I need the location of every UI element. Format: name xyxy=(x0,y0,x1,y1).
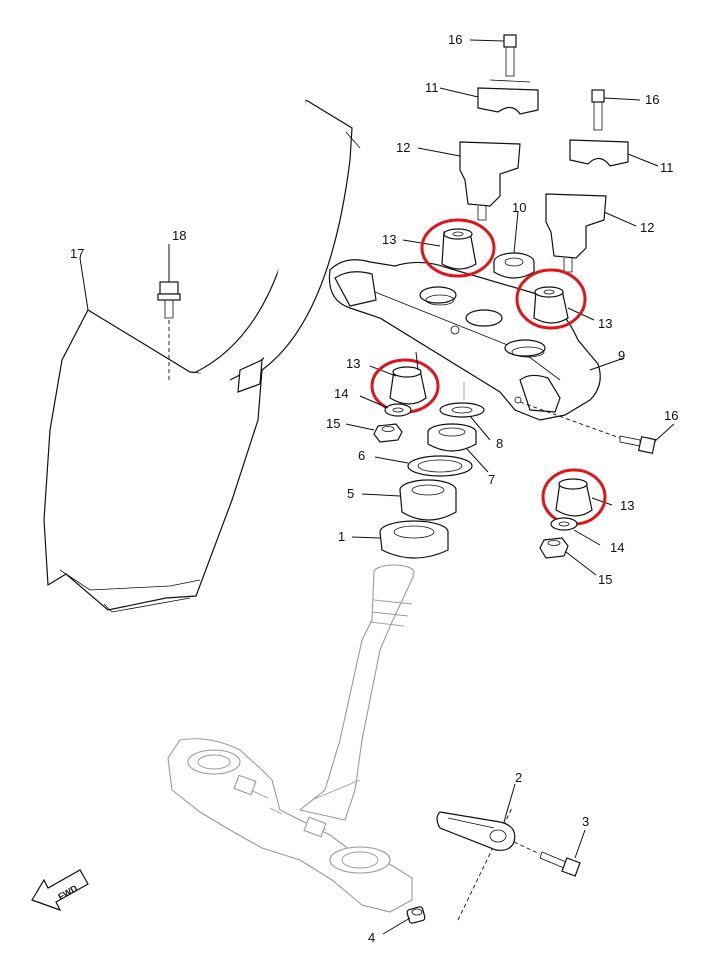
highlight-circle xyxy=(420,218,496,278)
callout-11: 11 xyxy=(660,160,674,175)
callout-14: 14 xyxy=(334,386,348,401)
washer-14-right xyxy=(550,517,601,546)
bolt-16-top-left xyxy=(469,34,517,77)
callout-16: 16 xyxy=(448,32,462,47)
upper-bracket-part xyxy=(328,259,601,421)
washer-10 xyxy=(493,211,535,279)
nut-15-left xyxy=(345,423,403,443)
damper-13-a xyxy=(402,218,496,278)
number-plate-part xyxy=(43,99,361,613)
callout-labels: 16 11 16 12 11 10 12 18 13 17 13 9 13 14… xyxy=(70,32,678,945)
bolt-16-top-right xyxy=(591,89,641,131)
bearing-5 xyxy=(361,479,457,521)
washer-8 xyxy=(439,382,491,441)
holder-12-right xyxy=(545,193,637,273)
callout-13: 13 xyxy=(598,316,612,331)
callout-14: 14 xyxy=(610,540,624,555)
callout-7: 7 xyxy=(488,472,495,487)
callout-1: 1 xyxy=(338,529,345,544)
nut-15-right xyxy=(539,537,597,576)
callout-3: 3 xyxy=(582,814,589,829)
callout-6: 6 xyxy=(358,448,365,463)
callout-12: 12 xyxy=(396,140,410,155)
bolt-16-side xyxy=(519,401,675,455)
callout-17: 17 xyxy=(70,246,84,261)
callout-5: 5 xyxy=(347,486,354,501)
callout-2: 2 xyxy=(515,770,522,785)
ring-nut-7 xyxy=(427,423,489,473)
callout-8: 8 xyxy=(496,436,503,451)
forward-arrow-icon: FWD xyxy=(31,869,89,912)
callout-13: 13 xyxy=(346,356,360,371)
callout-15: 15 xyxy=(326,416,340,431)
callout-10: 10 xyxy=(512,200,526,215)
callout-18: 18 xyxy=(172,228,186,243)
bolt-18 xyxy=(157,244,181,380)
damper-13-d xyxy=(541,468,613,526)
callout-13: 13 xyxy=(620,498,634,513)
steering-stem-ghost xyxy=(167,564,415,913)
clamp-11-left xyxy=(439,79,539,115)
damper-13-c xyxy=(369,358,440,414)
clamp-2 xyxy=(436,783,516,851)
holder-12-left xyxy=(417,141,521,221)
callout-12: 12 xyxy=(640,220,654,235)
callout-16: 16 xyxy=(645,92,659,107)
bearing-1 xyxy=(351,520,449,559)
plug-4 xyxy=(382,906,426,935)
highlight-circle xyxy=(515,268,587,330)
callout-4: 4 xyxy=(368,930,375,945)
callout-11: 11 xyxy=(425,80,439,95)
callout-13: 13 xyxy=(382,232,396,247)
clamp-11-right xyxy=(569,139,659,167)
washer-14-left xyxy=(359,395,412,417)
bolt-3 xyxy=(513,829,586,877)
seal-6 xyxy=(374,455,473,477)
callout-15: 15 xyxy=(598,572,612,587)
callout-16: 16 xyxy=(664,408,678,423)
damper-13-b xyxy=(515,268,595,330)
callout-9: 9 xyxy=(618,348,625,363)
